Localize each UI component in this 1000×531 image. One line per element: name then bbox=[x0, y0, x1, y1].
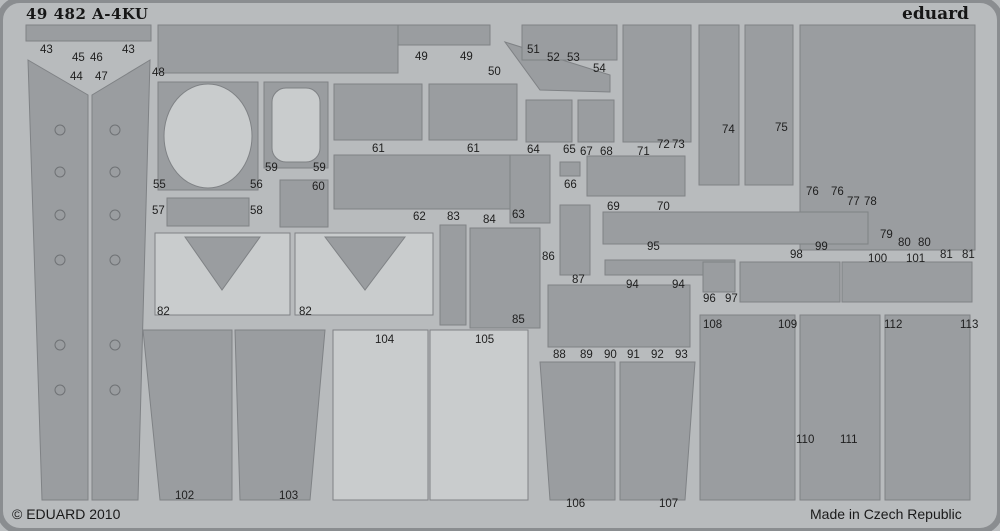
part-number-label: 81 bbox=[962, 249, 975, 261]
part-number-label: 113 bbox=[960, 319, 979, 331]
part-number-label: 103 bbox=[279, 490, 299, 502]
part-number-label: 97 bbox=[725, 293, 738, 305]
part-number-label: 84 bbox=[483, 214, 496, 226]
part-number-label: 79 bbox=[880, 229, 893, 241]
part-number-label: 95 bbox=[647, 241, 660, 253]
part-number-label: 86 bbox=[542, 251, 555, 263]
part-number-label: 69 bbox=[607, 201, 620, 213]
copyright-text: © EDUARD 2010 bbox=[12, 506, 121, 522]
part-number-label: 102 bbox=[175, 490, 195, 502]
part-number-label: 106 bbox=[566, 498, 586, 510]
part-number-label: 73 bbox=[672, 139, 685, 151]
part-number-label: 45 bbox=[72, 52, 85, 64]
part-number-label: 46 bbox=[90, 52, 103, 64]
part-number-label: 109 bbox=[778, 319, 798, 331]
part-number-label: 78 bbox=[864, 196, 877, 208]
part-number-label: 104 bbox=[375, 334, 395, 346]
part-number-label: 82 bbox=[157, 306, 170, 318]
part-number-label: 56 bbox=[250, 179, 263, 191]
part-number-label: 94 bbox=[672, 279, 685, 291]
part-number-label: 70 bbox=[657, 201, 670, 213]
part-number-label: 110 bbox=[796, 434, 815, 446]
part-number-label: 59 bbox=[265, 162, 278, 174]
part-number-label: 71 bbox=[637, 146, 650, 158]
part-number-label: 57 bbox=[152, 205, 165, 217]
part-number-label: 98 bbox=[790, 249, 803, 261]
part-number-label: 66 bbox=[564, 179, 577, 191]
part-number-label: 59 bbox=[313, 162, 326, 174]
part-number-label: 107 bbox=[659, 498, 679, 510]
part-number-label: 68 bbox=[600, 146, 613, 158]
part-number-label: 87 bbox=[572, 274, 585, 286]
part-number-label: 108 bbox=[703, 319, 723, 331]
part-number-label: 112 bbox=[884, 319, 903, 331]
part-number-label: 51 bbox=[527, 44, 540, 56]
part-number-label: 93 bbox=[675, 349, 688, 361]
part-number-label: 91 bbox=[627, 349, 640, 361]
part-number-label: 90 bbox=[604, 349, 617, 361]
part-number-label: 81 bbox=[940, 249, 953, 261]
part-number-label: 65 bbox=[563, 144, 576, 156]
part-number-label: 99 bbox=[815, 241, 828, 253]
part-number-label: 94 bbox=[626, 279, 639, 291]
part-number-label: 47 bbox=[95, 71, 108, 83]
part-number-label: 76 bbox=[806, 186, 819, 198]
fret-title: 49 482 A-4KU bbox=[26, 5, 149, 23]
part-number-label: 100 bbox=[868, 253, 888, 265]
part-number-label: 58 bbox=[250, 205, 263, 217]
part-number-label: 96 bbox=[703, 293, 716, 305]
part-number-label: 77 bbox=[847, 196, 860, 208]
part-number-label: 75 bbox=[775, 122, 788, 134]
part-number-label: 76 bbox=[831, 186, 844, 198]
part-number-label: 55 bbox=[153, 179, 166, 191]
part-number-label: 61 bbox=[467, 143, 480, 155]
part-number-label: 52 bbox=[547, 52, 560, 64]
part-number-label: 53 bbox=[567, 52, 580, 64]
origin-text: Made in Czech Republic bbox=[810, 506, 962, 522]
part-number-label: 50 bbox=[488, 66, 501, 78]
part-number-label: 49 bbox=[415, 51, 428, 63]
part-47 bbox=[91, 59, 151, 501]
part-number-label: 43 bbox=[122, 44, 135, 56]
part-number-label: 111 bbox=[840, 434, 858, 446]
part-number-label: 63 bbox=[512, 209, 525, 221]
part-number-label: 72 bbox=[657, 139, 670, 151]
part-number-label: 48 bbox=[152, 67, 165, 79]
part-number-label: 88 bbox=[553, 349, 566, 361]
part-number-label: 85 bbox=[512, 314, 525, 326]
part-number-label: 83 bbox=[447, 211, 460, 223]
part-number-label: 43 bbox=[40, 44, 53, 56]
part-number-label: 62 bbox=[413, 211, 426, 223]
part-number-label: 74 bbox=[722, 124, 735, 136]
part-number-label: 82 bbox=[299, 306, 312, 318]
part-number-label: 89 bbox=[580, 349, 593, 361]
part-44 bbox=[27, 59, 89, 501]
part-number-label: 105 bbox=[475, 334, 495, 346]
brand-logo: eduard bbox=[902, 4, 969, 24]
part-number-label: 44 bbox=[70, 71, 83, 83]
part-number-label: 80 bbox=[898, 237, 911, 249]
part-number-label: 64 bbox=[527, 144, 540, 156]
part-number-label: 80 bbox=[918, 237, 931, 249]
part-number-label: 60 bbox=[312, 181, 325, 193]
part-number-label: 101 bbox=[906, 253, 926, 265]
part-number-label: 61 bbox=[372, 143, 385, 155]
part-number-label: 67 bbox=[580, 146, 593, 158]
part-number-label: 92 bbox=[651, 349, 664, 361]
part-number-label: 54 bbox=[593, 63, 606, 75]
part-number-label: 49 bbox=[460, 51, 473, 63]
